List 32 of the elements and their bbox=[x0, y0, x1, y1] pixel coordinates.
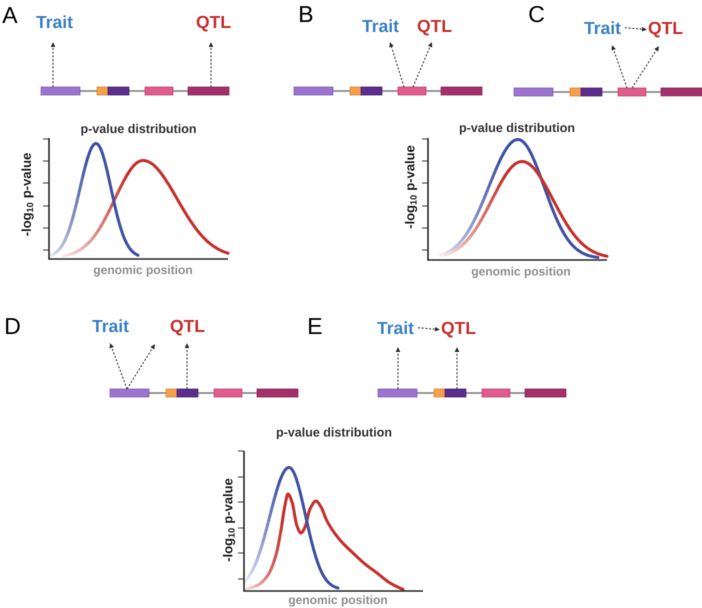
panel-letter: C bbox=[529, 6, 544, 22]
axis-label: -log$_{10}$ p-value bbox=[404, 146, 418, 228]
gene-box bbox=[378, 388, 418, 398]
qtl-label: QTL bbox=[648, 22, 682, 38]
axis-label: -log$_{10}$ p-value bbox=[21, 153, 34, 236]
chart-title: p-value distribution bbox=[276, 427, 392, 440]
gene-box bbox=[618, 88, 646, 96]
panel-letter: E bbox=[309, 318, 322, 334]
qtl-label: QTL bbox=[196, 16, 230, 32]
trait-label: Trait bbox=[584, 21, 621, 34]
panel-letter: D bbox=[6, 318, 20, 334]
axis-label: genomic position bbox=[94, 265, 192, 277]
qtl-label: QTL bbox=[170, 320, 204, 336]
gene-box bbox=[188, 86, 230, 96]
trait-label: Trait bbox=[92, 319, 129, 332]
trait-label: Trait bbox=[377, 321, 414, 334]
gene-box bbox=[398, 86, 426, 96]
gene-box bbox=[40, 86, 80, 96]
gene-box bbox=[444, 388, 466, 398]
gene-box bbox=[110, 388, 150, 398]
axis-label: -log$_{10}$ p-value bbox=[222, 478, 236, 562]
qtl-label: QTL bbox=[442, 322, 476, 338]
panel-letter: B bbox=[300, 6, 312, 22]
panel-letter: A bbox=[2, 7, 18, 23]
chart-title: p-value distribution bbox=[81, 124, 196, 136]
qtl-label: QTL bbox=[418, 20, 452, 36]
axis-label: genomic position bbox=[472, 266, 570, 278]
gene-box bbox=[176, 388, 198, 398]
trait-label: Trait bbox=[36, 15, 73, 28]
axis-label: genomic position bbox=[288, 595, 387, 607]
trait-label: Trait bbox=[362, 19, 399, 32]
chart-title: p-value distribution bbox=[460, 122, 574, 135]
